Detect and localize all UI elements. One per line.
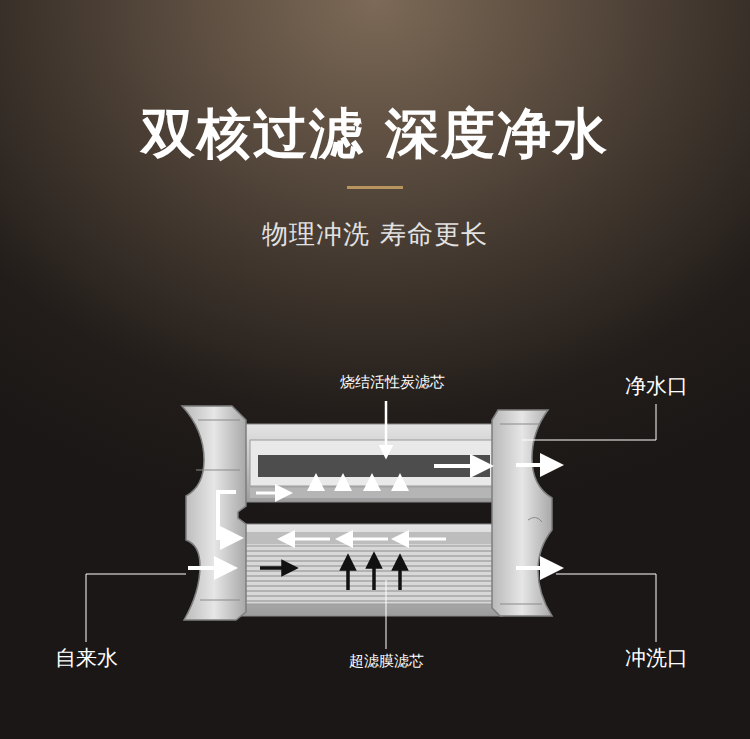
carbon-core [258, 455, 490, 477]
black-flow-arrows [260, 560, 400, 590]
page-title: 双核过滤 深度净水 [141, 103, 610, 165]
port-name: 冲洗口 [625, 646, 688, 670]
upper-bottom-channel [250, 488, 498, 498]
lower-housing [228, 524, 510, 616]
right-cap-detail [500, 424, 542, 604]
leader-lines [86, 404, 656, 649]
left-cap-detail [196, 420, 240, 600]
carbon-pointer [385, 401, 388, 452]
gold-divider [347, 186, 403, 189]
part-name: 烧结活性炭滤芯 [340, 374, 445, 391]
right-end-cap [492, 410, 552, 616]
membrane-bundle [240, 546, 502, 604]
subtitle: 物理冲洗 寿命更长 [262, 220, 487, 250]
upper-inner [250, 440, 498, 486]
port-name: 净水口 [625, 374, 688, 398]
left-end-cap [182, 406, 246, 620]
part-name: 超滤膜滤芯 [349, 653, 424, 670]
port-name: 自来水 [55, 646, 118, 670]
white-flow-arrows [188, 465, 552, 568]
lower-top-channel [240, 532, 502, 544]
membrane-fibers [242, 551, 500, 601]
upper-housing [232, 424, 504, 502]
transfer-arrow [218, 492, 236, 538]
